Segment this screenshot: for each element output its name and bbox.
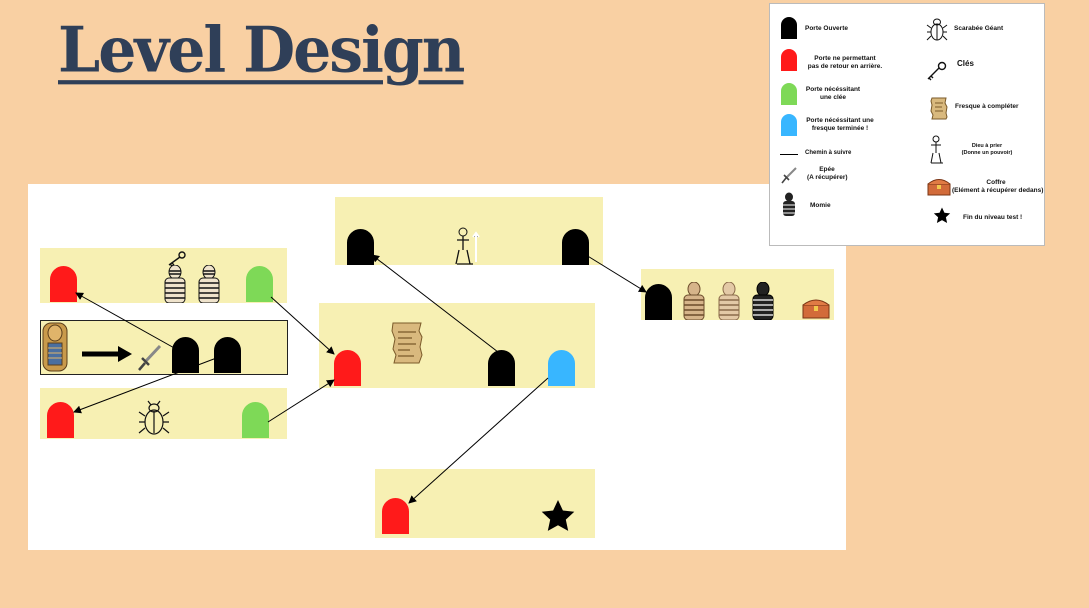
legend-label: une clée	[819, 94, 846, 101]
fresco-icon	[391, 322, 423, 364]
door-open-f	[645, 284, 672, 320]
legend-label: Porte nécéssitant	[805, 86, 861, 93]
legend-label: Coffre	[986, 179, 1006, 186]
sword-icon	[781, 167, 797, 184]
legend-label: Dieu à prier	[971, 143, 1003, 149]
room-sword	[40, 320, 288, 375]
mummy-icon	[164, 265, 186, 303]
god-statue-icon	[930, 135, 943, 164]
door-fresco-legend-icon	[781, 114, 797, 136]
legend-label: Porte ne permettant	[814, 55, 876, 62]
legend-label: Fresque à compléter	[955, 103, 1019, 110]
door-no-return-d	[334, 350, 361, 386]
door-open-e2	[562, 229, 589, 265]
door-open-b2	[214, 337, 241, 373]
mummy-icon	[683, 282, 705, 320]
fresco-icon	[930, 97, 948, 120]
legend-label: fresque terminée !	[811, 125, 869, 132]
key-icon	[927, 61, 947, 81]
chest-icon	[927, 179, 951, 196]
legend-label: (Donne un pouvoir)	[961, 150, 1013, 156]
door-no-return-legend-icon	[781, 49, 797, 71]
door-key-a	[246, 266, 273, 302]
scarab-icon	[926, 18, 948, 41]
legend-label: Momie	[810, 202, 831, 209]
door-no-return-c	[47, 402, 74, 438]
key-icon	[168, 251, 186, 267]
legend-label: (Elément à récupérer dedans)	[952, 187, 1044, 194]
door-open-e1	[347, 229, 374, 265]
legend-label: Scarabée Géant	[954, 25, 1004, 32]
scarab-icon	[138, 400, 170, 435]
door-no-return-a	[50, 266, 77, 302]
door-key-legend-icon	[781, 83, 797, 105]
legend-panel: Porte Ouverte Porte ne permettant pas de…	[769, 3, 1045, 246]
god-statue-icon	[455, 227, 480, 265]
legend-label: Chemin à suivre	[805, 150, 852, 156]
legend-label: Clés	[957, 59, 974, 68]
sarcophagus-icon	[42, 322, 68, 372]
mummy-icon	[198, 265, 220, 303]
chest-icon	[802, 299, 830, 319]
door-open-b1	[172, 337, 199, 373]
legend-label: pas de retour en arrière.	[807, 63, 883, 70]
door-open-legend-icon	[781, 17, 797, 39]
door-no-return-g	[382, 498, 409, 534]
arrow-right-icon	[82, 346, 132, 362]
mummy-icon	[783, 192, 795, 216]
star-icon	[541, 500, 575, 531]
room-god	[335, 197, 603, 265]
door-key-c	[242, 402, 269, 438]
legend-label: Porte nécéssitant une	[806, 117, 874, 124]
legend-label: Porte Ouverte	[805, 25, 848, 32]
legend-label: (A récupérer)	[807, 174, 848, 181]
door-fresco-d	[548, 350, 575, 386]
door-open-d	[488, 350, 515, 386]
star-icon	[933, 207, 951, 223]
sword-icon	[138, 344, 162, 371]
mummy-icon	[718, 282, 740, 320]
page-title: Level Design	[58, 14, 465, 88]
mummy-icon	[752, 282, 774, 320]
legend-label: Fin du niveau test !	[963, 214, 1023, 221]
path-line-legend-icon	[780, 154, 798, 155]
legend-label: Epée	[819, 166, 835, 173]
